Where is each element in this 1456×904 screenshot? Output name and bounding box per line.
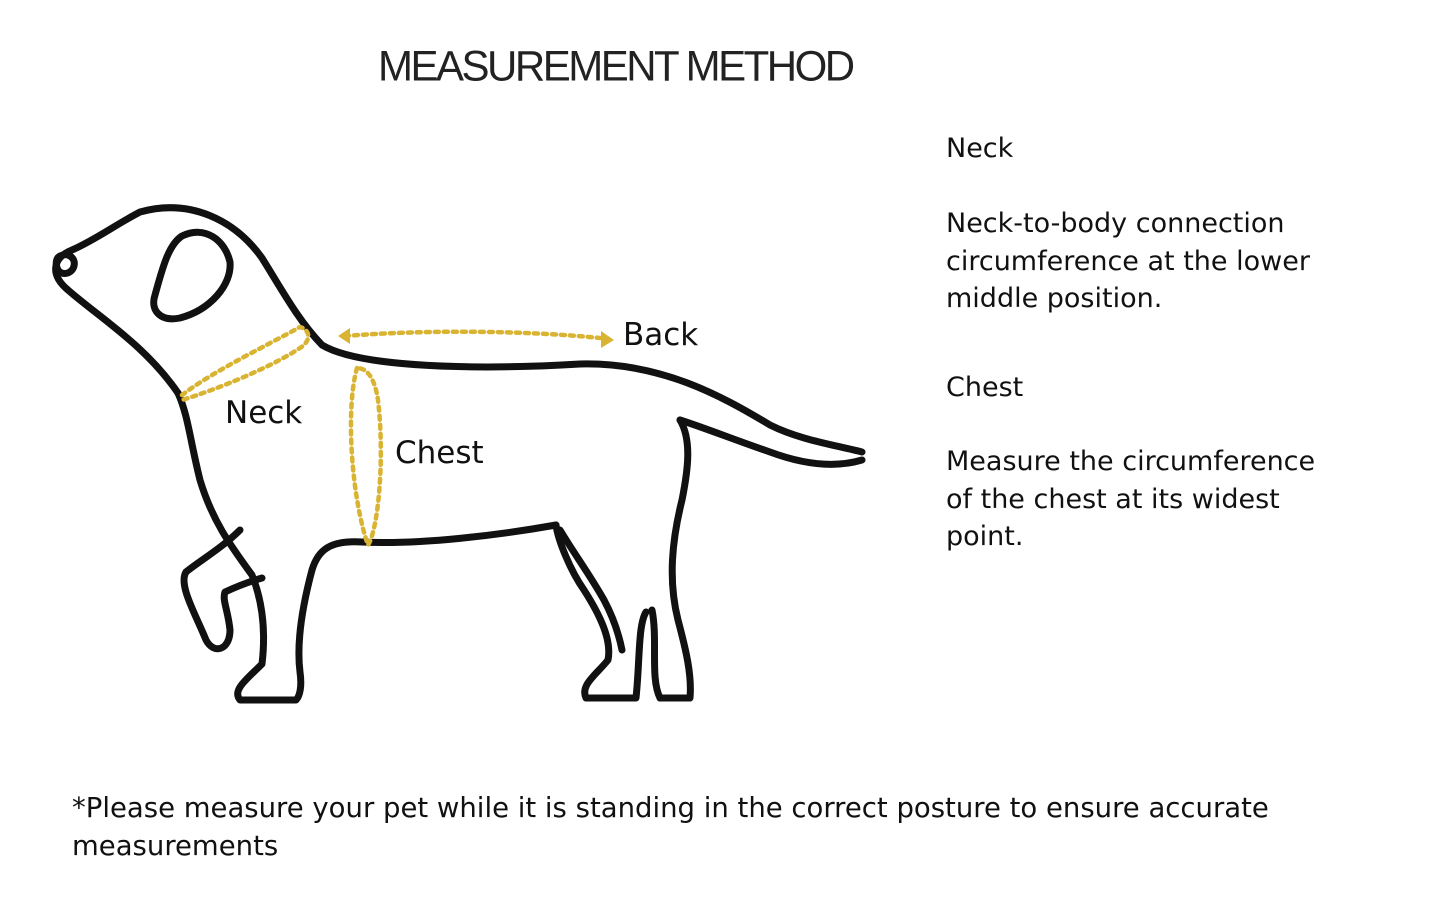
neck-heading: Neck — [946, 133, 1014, 164]
neck-description: Neck-to-body connection circumference at… — [946, 208, 1310, 314]
dog-outline-icon — [52, 204, 866, 704]
neck-label: Neck — [225, 395, 303, 431]
chest-description: Measure the circumference of the chest a… — [946, 446, 1316, 552]
measurement-lines — [179, 324, 603, 550]
chest-label: Chest — [395, 435, 484, 471]
back-arrow-heads — [338, 328, 614, 348]
back-label: Back — [623, 317, 699, 353]
arrow-right-icon — [601, 331, 614, 348]
chest-heading: Chest — [946, 372, 1024, 403]
chest-measure-line — [348, 365, 384, 550]
page-title: MEASUREMENT METHOD — [378, 41, 855, 90]
neck-measure-line — [179, 324, 311, 403]
back-measure-line — [342, 329, 603, 341]
footnote: *Please measure your pet while it is sta… — [72, 792, 1269, 862]
arrow-left-icon — [338, 328, 350, 344]
